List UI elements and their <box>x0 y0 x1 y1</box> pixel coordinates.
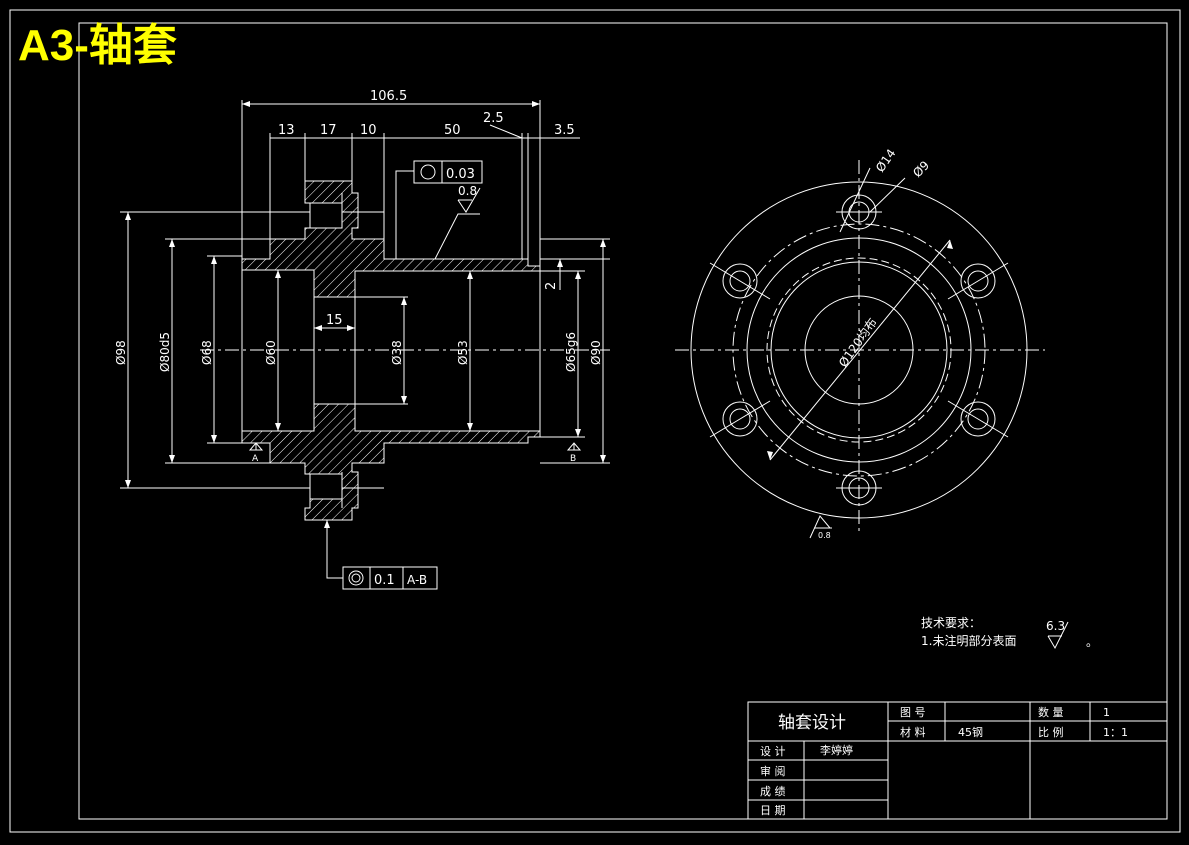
bolt-hole-upper-left <box>722 263 758 299</box>
arrowheads <box>125 101 606 528</box>
dim-dia68: Ø68 <box>200 340 214 365</box>
outer-border <box>9 9 1181 833</box>
dim-dia120: Ø120均布 <box>836 316 880 370</box>
scale-label: 比 例 <box>1038 725 1064 739</box>
dim-dia90: Ø90 <box>589 340 603 365</box>
dim-2-5: 2.5 <box>483 111 504 126</box>
upper-section-hatch <box>241 180 541 298</box>
datum-b-label: B <box>570 454 576 464</box>
section-view <box>120 100 610 579</box>
dim-13: 13 <box>278 123 295 138</box>
fcf-circularity-value: 0.03 <box>446 167 475 182</box>
lower-bolt-hole <box>309 473 343 500</box>
dim-17: 17 <box>320 123 337 138</box>
upper-bolt-hole <box>309 202 343 229</box>
dim-dia65g6: Ø65g6 <box>564 332 578 372</box>
qty-value: 1 <box>1103 706 1110 719</box>
roughness-symbol-general <box>1047 621 1069 650</box>
dim-50: 50 <box>444 123 461 138</box>
material-value: 45钢 <box>958 726 983 739</box>
notes-heading: 技术要求： <box>921 616 981 630</box>
bolt-hole-lower-left <box>722 401 758 437</box>
designer-value: 李婷婷 <box>820 743 853 757</box>
scale-value: 1：1 <box>1103 726 1128 739</box>
lower-section-hatch <box>241 403 541 521</box>
fcf-coaxiality-value: 0.1 <box>374 573 395 588</box>
dim-15: 15 <box>326 313 343 328</box>
dim-2: 2 <box>544 282 559 290</box>
bolt-hole-upper-right <box>960 263 996 299</box>
date-label: 日 期 <box>760 804 786 817</box>
dim-dia38: Ø38 <box>390 340 404 365</box>
technical-notes: 技术要求： 1.未注明部分表面 6.3 。 <box>921 616 1098 649</box>
bolt-hole-lower-right <box>960 401 996 437</box>
dim-dia98: Ø98 <box>114 340 128 365</box>
dim-dia80d5: Ø80d5 <box>158 332 172 372</box>
part-name: 轴套设计 <box>778 713 846 733</box>
notes-item-1: 1.未注明部分表面 <box>921 633 1016 648</box>
roughness-symbol-inner <box>457 187 481 213</box>
fcf-datum-ref: A-B <box>407 573 427 587</box>
title-block <box>747 701 1168 820</box>
qty-label: 数 量 <box>1038 706 1064 719</box>
dim-dia9: Ø9 <box>910 158 932 180</box>
inner-border <box>78 22 1168 820</box>
roughness-inner-value: 0.8 <box>458 184 477 198</box>
datum-a-label: A <box>252 454 259 464</box>
dim-dia60: Ø60 <box>264 340 278 365</box>
title-block-text: 轴套设计 图 号 数 量 1 材 料 45钢 比 例 1：1 设 计 李婷婷 审… <box>760 706 1128 817</box>
dim-dia53: Ø53 <box>456 340 470 365</box>
dim-dia14: Ø14 <box>873 146 899 174</box>
roughness-flange-value: 0.8 <box>818 531 831 540</box>
dim-3-5: 3.5 <box>554 123 575 138</box>
sheet-title-tag: A3-轴套 <box>18 21 177 70</box>
side-view <box>675 160 1045 539</box>
notes-end-mark: 。 <box>1086 635 1098 649</box>
fcf-coaxiality <box>342 566 438 590</box>
dim-10: 10 <box>360 123 377 138</box>
grade-label: 成 绩 <box>760 785 786 798</box>
material-label: 材 料 <box>900 725 926 739</box>
dim-106-5: 106.5 <box>370 89 407 104</box>
review-label: 审 阅 <box>760 764 786 778</box>
fcf-circularity <box>413 160 483 184</box>
drawing-no-label: 图 号 <box>900 706 926 719</box>
side-view-arrowheads <box>767 240 953 460</box>
roughness-general-value: 6.3 <box>1046 619 1065 633</box>
designer-label: 设 计 <box>760 745 786 758</box>
front-view-dimensions: 106.5 13 17 10 50 2.5 3.5 15 2 Ø98 Ø80d5… <box>114 89 603 372</box>
